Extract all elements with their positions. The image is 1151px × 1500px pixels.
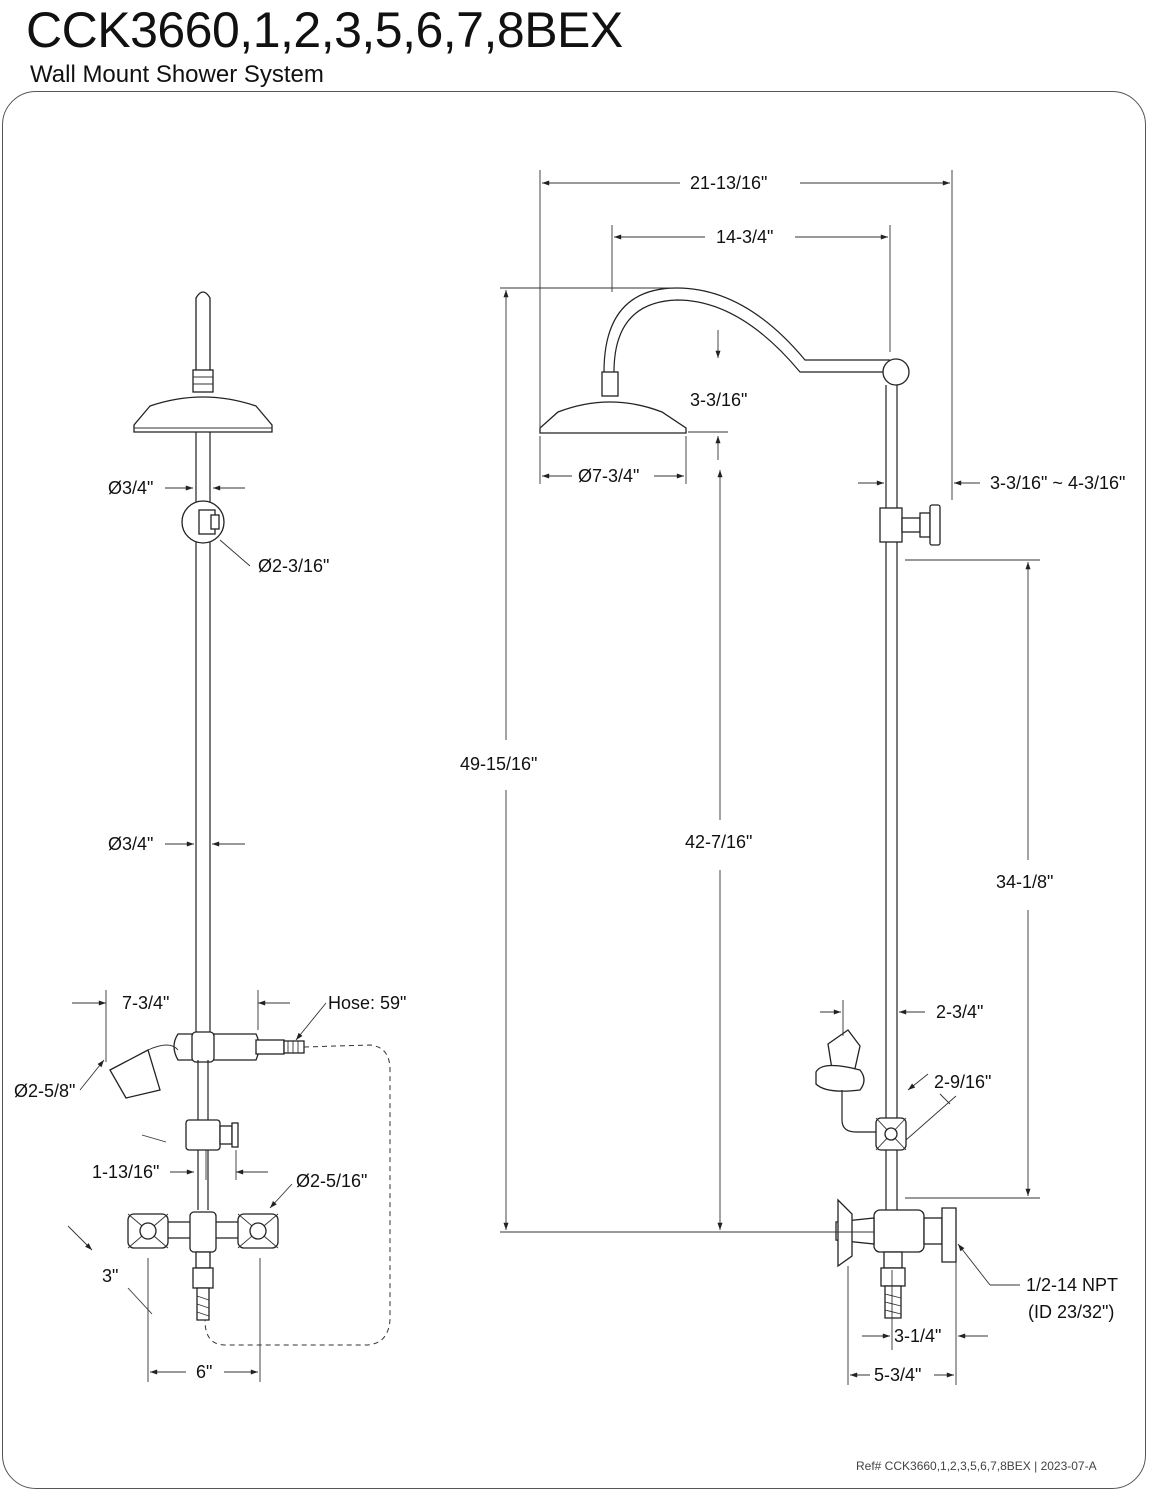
dim-hose: Hose: 59" [328, 993, 406, 1013]
front-handshower-cradle [173, 1033, 260, 1061]
dim-overall-width: 21-13/16" [690, 173, 767, 193]
front-shower-head-collar [192, 369, 214, 393]
model-title: CCK3660,1,2,3,5,6,7,8BEX [26, 2, 623, 58]
dim-arm-drop: 3-3/16" [690, 390, 747, 410]
dim-head-dia: Ø7-3/4" [578, 466, 639, 486]
dimension-labels: Ø3/4" Ø2-3/16" Ø3/4" 7-3/4" Hose: 59" Ø2… [14, 173, 1125, 1473]
front-handshower-head [109, 1049, 161, 1099]
front-top-pipe [195, 291, 211, 373]
dim-diverter-proj: 2-3/4" [936, 1002, 983, 1022]
drawing-frame [2, 91, 1146, 1489]
side-wall-flange [941, 1207, 957, 1263]
side-arm-elbow [882, 358, 910, 386]
front-hot-handle [127, 1213, 169, 1249]
dim-centers: 6" [196, 1362, 212, 1382]
side-wall-bracket [879, 507, 903, 543]
dim-valve-offset: 1-13/16" [92, 1162, 159, 1182]
front-hose [204, 1044, 391, 1346]
dim-npt: 1/2-14 NPT [1026, 1275, 1118, 1295]
dim-handle-width: 3" [102, 1266, 118, 1286]
side-view [539, 287, 957, 1319]
dim-valve-depth: 5-3/4" [874, 1365, 921, 1385]
front-view [109, 291, 391, 1346]
side-shower-head [539, 401, 687, 434]
product-subtitle: Wall Mount Shower System [30, 61, 324, 88]
reference-footer: Ref# CCK3660,1,2,3,5,6,7,8BEX | 2023-07-… [856, 1459, 1097, 1473]
dim-handshower-dia: Ø2-5/8" [14, 1081, 75, 1101]
dim-overall-height: 49-15/16" [460, 754, 537, 774]
dim-pipe-dia-top: Ø3/4" [108, 478, 153, 498]
dim-wall-projection: 3-3/16" ~ 4-3/16" [990, 473, 1125, 493]
dim-handshower-len: 7-3/4" [122, 993, 169, 1013]
dim-ring-dia: Ø2-3/16" [258, 556, 329, 576]
dimension-lines [67, 170, 1040, 1385]
dim-npt-id: (ID 23/32") [1028, 1302, 1114, 1322]
front-shower-head [133, 396, 273, 433]
side-shower-arm [603, 287, 890, 373]
dim-pipe-dia-mid: Ø3/4" [108, 834, 153, 854]
dim-valve-proj: 3-1/4" [894, 1326, 941, 1346]
dim-cradle-height: 2-9/16" [934, 1072, 991, 1092]
dim-head-height: 42-7/16" [685, 832, 752, 852]
side-valve-handle [835, 1198, 875, 1268]
side-valve-body [873, 1209, 925, 1253]
front-small-valve [185, 1119, 221, 1151]
front-cold-handle [237, 1213, 279, 1249]
dim-riser-height: 34-1/8" [996, 872, 1053, 892]
front-hose-nut [283, 1040, 305, 1054]
side-diverter-handle [875, 1117, 907, 1151]
dim-handle-dia: Ø2-5/16" [296, 1171, 367, 1191]
dim-arm-reach: 14-3/4" [716, 227, 773, 247]
